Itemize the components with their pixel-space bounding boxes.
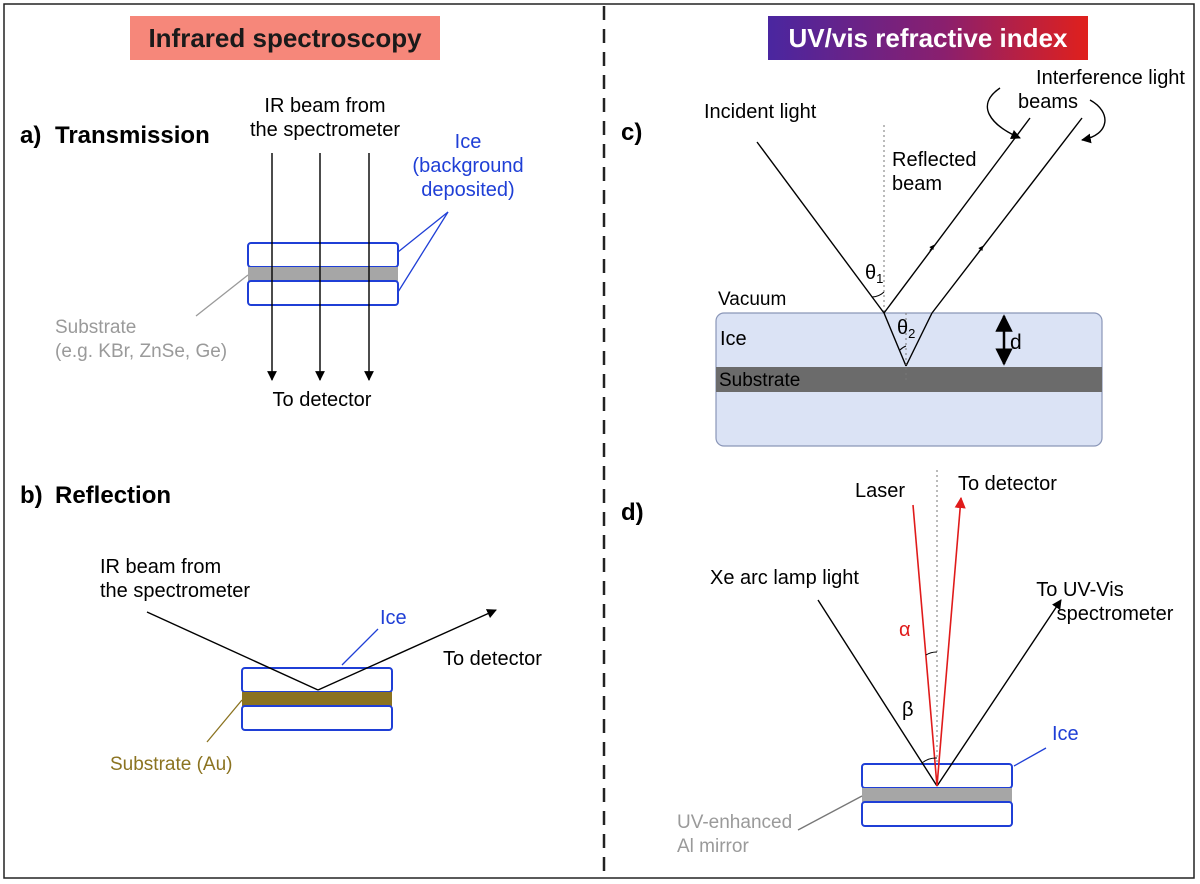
panel-b-beam-label-2: the spectrometer [100, 580, 250, 602]
panel-d-laser-setup: d) Laser To detector Xe arc lamp light T… [621, 470, 1174, 857]
panel-c-substrate-label: Substrate [719, 370, 800, 391]
panel-c-vacuum-label: Vacuum [718, 289, 786, 310]
panel-c-beam-arrow-1 [929, 244, 935, 251]
panel-d-uv-label-1: To UV-Vis [1036, 579, 1123, 601]
panel-c-substrate [716, 367, 1102, 392]
panel-d-detector-label: To detector [958, 473, 1057, 495]
panel-c-refracted-beam-up [905, 312, 933, 367]
panel-c-refracted-beam-down [883, 312, 907, 367]
panel-d-ice-pointer [1013, 747, 1047, 767]
panel-c-theta2: θ2 [897, 317, 915, 341]
panel-c-reflected-label-1: Reflected [892, 149, 977, 171]
panel-d-laser-label: Laser [855, 480, 905, 502]
panel-a-substrate [248, 267, 398, 281]
panel-a-beam-label-1: IR beam from [264, 95, 385, 117]
panel-a-ice-label-1: Ice [455, 131, 482, 153]
panel-a-ice-label-2: (background [412, 155, 523, 177]
panel-b-substrate-label: Substrate (Au) [110, 754, 233, 775]
header-uvvis: UV/vis refractive index [768, 16, 1088, 60]
panel-d-ice-label: Ice [1052, 723, 1079, 745]
panel-d-mirror-pointer [797, 795, 863, 831]
panel-c-theta1: θ1 [865, 262, 883, 286]
panel-c-interference-label-2: beams [1018, 91, 1078, 113]
panel-a-ice-pointer-2 [397, 211, 449, 293]
header-infrared: Infrared spectroscopy [130, 16, 440, 60]
panel-b-ice-bottom [241, 705, 393, 731]
panel-c-reflected-label-2: beam [892, 173, 942, 195]
panel-b-ice-pointer [341, 628, 379, 666]
panel-c-interference-label-1: Interference light [1036, 67, 1185, 89]
panel-d-letter: d) [621, 499, 644, 526]
panel-a-ice-top [247, 242, 399, 268]
panel-b-detector-label: To detector [443, 648, 542, 670]
panel-c-reflected-beam-1 [883, 117, 1031, 314]
panel-a-letter: a) [20, 122, 41, 149]
panel-a-ice-bottom [247, 280, 399, 306]
panel-c-pointer-1 [986, 87, 1021, 139]
outer-frame [3, 3, 1195, 879]
panel-c-letter: c) [621, 119, 642, 146]
panel-a-detector-label: To detector [273, 389, 372, 411]
panel-d-alpha-arc [925, 651, 938, 656]
panel-d-xe-label: Xe arc lamp light [710, 567, 859, 589]
panel-c-thickness-label: d [1010, 331, 1022, 354]
panel-b-letter: b) [20, 482, 43, 509]
panel-c-theta2-arc [899, 345, 907, 351]
panel-c-ice-label: Ice [720, 328, 747, 350]
panel-a-ice-pointer-1 [397, 211, 449, 253]
panel-d-mirror-label-1: UV-enhanced [677, 812, 792, 833]
panel-d-uv-label-2: spectrometer [1057, 603, 1174, 625]
panel-b-incident-beam [146, 611, 319, 691]
panel-b-title: Reflection [55, 482, 171, 509]
panel-a-substrate-label-2: (e.g. KBr, ZnSe, Ge) [55, 341, 227, 362]
panel-c-refractive-interference: c) Incident light Interference light bea… [621, 67, 1185, 447]
panel-d-alpha: α [899, 619, 911, 641]
panel-d-xe-beam [817, 599, 938, 787]
panel-c-incident-label: Incident light [704, 101, 817, 123]
panel-b-reflected-beam [317, 609, 497, 691]
panel-b-ice-label: Ice [380, 607, 407, 629]
panel-c-incident-beam [756, 141, 885, 314]
panel-a-title: Transmission [55, 122, 210, 149]
panel-b-reflection: b) Reflection IR beam from the spectrome… [20, 482, 542, 775]
panel-d-laser-return [936, 496, 966, 787]
panel-c-theta1-arc [871, 291, 885, 298]
panel-d-mirror [862, 788, 1012, 802]
panel-d-mirror-label-2: Al mirror [677, 836, 749, 857]
panel-b-beam-label-1: IR beam from [100, 556, 221, 578]
panel-a-beam-label-2: the spectrometer [250, 119, 400, 141]
panel-c-reflected-beam-2 [931, 117, 1083, 314]
panel-a-transmission: a) Transmission IR beam from the spectro… [20, 95, 524, 411]
panel-d-beta-arc [921, 757, 938, 764]
panel-d-beta: β [902, 699, 914, 721]
panel-c-pointer-2 [1081, 99, 1106, 144]
panel-b-ice-top [241, 667, 393, 693]
panel-d-laser-beam [912, 504, 938, 787]
panel-b-substrate-pointer [206, 699, 243, 743]
panel-a-substrate-label-1: Substrate [55, 317, 136, 338]
panel-d-uv-beam [936, 599, 1062, 787]
panel-c-beam-arrow-2 [978, 245, 984, 252]
panel-b-substrate [242, 692, 392, 706]
panel-a-substrate-pointer [195, 274, 249, 317]
panel-d-ice-bottom [861, 801, 1013, 827]
panel-a-ice-label-3: deposited) [421, 179, 514, 201]
